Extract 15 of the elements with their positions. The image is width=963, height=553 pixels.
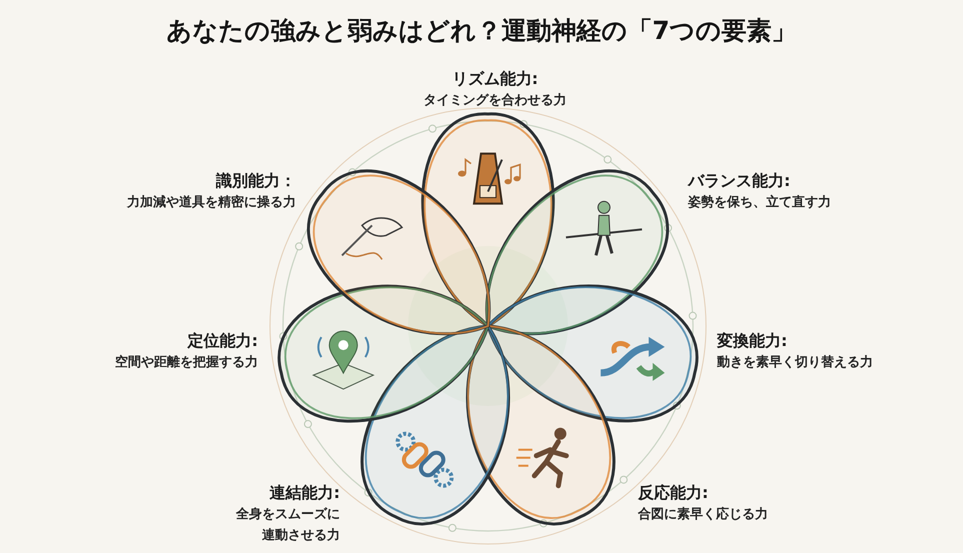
ability-description: タイミングを合わせる力 [424, 92, 566, 110]
title: あなたの強みと弱みはどれ？運動神経の「7つの要素」 [165, 15, 798, 47]
ability-heading: 変換能力: [717, 330, 788, 352]
ability-heading: 定位能力: [188, 330, 258, 352]
ability-description: 全身をスムーズに連動させる力 [235, 506, 340, 545]
ability-heading: 連結能力: [270, 482, 340, 504]
ability-description: 合図に素早く応じる力 [638, 506, 768, 524]
ability-heading: 識別能力： [216, 170, 296, 192]
ability-heading: リズム能力: [452, 68, 538, 90]
ability-description: 姿勢を保ち、立て直す力 [688, 194, 831, 212]
ability-heading: バランス能力: [688, 170, 790, 192]
ability-heading: 反応能力: [638, 482, 708, 504]
ability-description: 空間や距離を把握する力 [115, 354, 258, 372]
ability-description: 動きを素早く切り替える力 [717, 354, 873, 372]
ability-description: 力加減や道具を精密に操る力 [127, 194, 296, 212]
